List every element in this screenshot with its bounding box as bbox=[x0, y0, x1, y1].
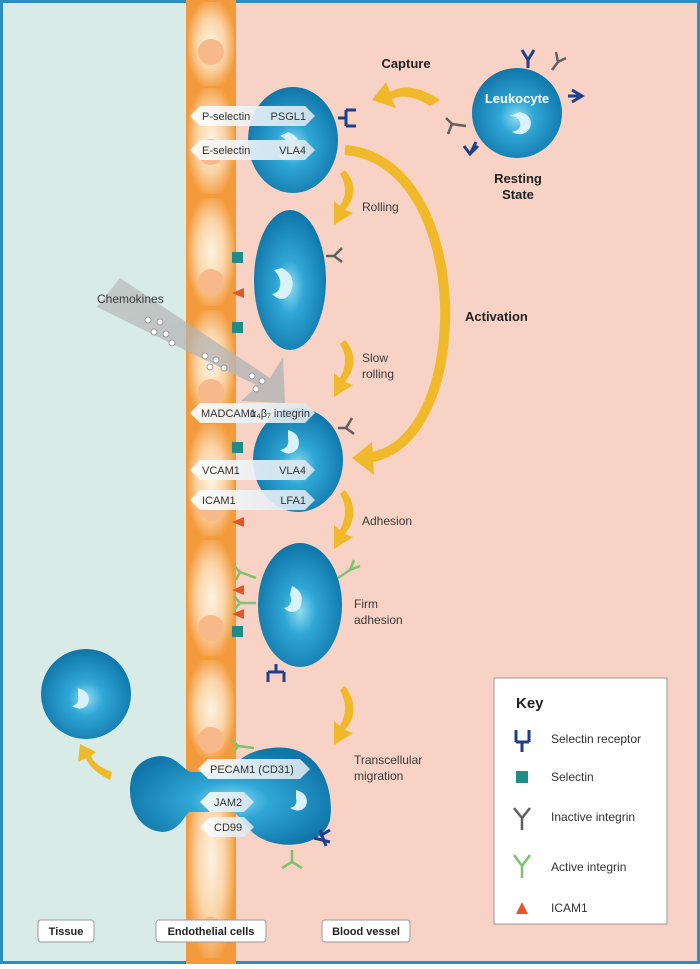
a4b7-integrin-label: α₄β₇ integrin bbox=[250, 408, 310, 420]
resting-leukocyte: Leukocyte bbox=[445, 49, 585, 158]
tissue-leukocyte bbox=[41, 649, 131, 739]
endothelial-label: Endothelial cells bbox=[168, 926, 255, 938]
rolling-label: Rolling bbox=[362, 200, 399, 214]
cd99-label: CD99 bbox=[214, 822, 242, 834]
activation-label: Activation bbox=[465, 309, 528, 324]
selectin-key-icon bbox=[516, 771, 528, 783]
step-arrows bbox=[78, 82, 440, 780]
leukocyte-label: Leukocyte bbox=[485, 91, 549, 106]
region-label-boxes bbox=[37, 919, 411, 943]
vla4-label-2: VLA4 bbox=[279, 465, 306, 477]
firm-adhesion-label-1: Firm bbox=[354, 597, 378, 611]
key-item-selectin: Selectin bbox=[551, 770, 594, 784]
molecule-tags bbox=[190, 106, 315, 837]
resting-label-2: State bbox=[502, 187, 534, 202]
key-box bbox=[493, 677, 668, 925]
slow-rolling-label-1: Slow bbox=[362, 351, 388, 365]
capture-label: Capture bbox=[381, 56, 430, 71]
chemokine-gradient-arrow bbox=[97, 278, 285, 403]
transcellular-label-1: Transcellular bbox=[354, 753, 422, 767]
slow-rolling-arrow bbox=[334, 340, 354, 397]
jam2-label: JAM2 bbox=[214, 797, 242, 809]
transcellular-label-2: migration bbox=[354, 769, 403, 783]
rolling-arrow bbox=[334, 170, 354, 225]
firm-adhesion-label-2: adhesion bbox=[354, 613, 403, 627]
activation-arrowhead bbox=[352, 442, 374, 475]
exit-arrow bbox=[78, 744, 112, 780]
adhesion-arrow bbox=[334, 490, 354, 549]
inactive-integrin-key-icon bbox=[513, 807, 531, 830]
pecam1-label: PECAM1 (CD31) bbox=[210, 764, 294, 776]
key-item-inactive-integrin: Inactive integrin bbox=[551, 810, 635, 824]
icam1-key-icon bbox=[516, 902, 528, 914]
firmly-adhered-leukocyte bbox=[232, 543, 361, 682]
transcellular-arrow bbox=[334, 686, 354, 745]
vla4-label-1: VLA4 bbox=[279, 145, 306, 157]
adhesion-label: Adhesion bbox=[362, 514, 412, 528]
key-item-selectin-receptor: Selectin receptor bbox=[551, 732, 641, 746]
psgl1-label: PSGL1 bbox=[271, 111, 306, 123]
chemokines-label: Chemokines bbox=[97, 292, 164, 306]
e-selectin-label: E-selectin bbox=[202, 145, 250, 157]
activation-arc bbox=[344, 145, 451, 463]
resting-label-1: Resting bbox=[494, 171, 542, 186]
key-item-active-integrin: Active integrin bbox=[551, 860, 626, 874]
lfa1-label: LFA1 bbox=[280, 495, 306, 507]
rolling-leukocyte bbox=[232, 210, 343, 350]
blood-vessel-label: Blood vessel bbox=[332, 926, 400, 938]
slow-rolling-label-2: rolling bbox=[362, 367, 394, 381]
key-item-icam1: ICAM1 bbox=[551, 901, 588, 915]
capture-arrow bbox=[372, 82, 440, 108]
madcam1-label: MADCAM1 bbox=[201, 408, 256, 420]
p-selectin-label: P-selectin bbox=[202, 111, 250, 123]
vcam1-label: VCAM1 bbox=[202, 465, 240, 477]
selectin-receptor-key-icon bbox=[514, 730, 531, 752]
key-title: Key bbox=[516, 695, 544, 712]
tissue-label: Tissue bbox=[49, 926, 84, 938]
icam1-label: ICAM1 bbox=[202, 495, 236, 507]
active-integrin-key-icon bbox=[512, 854, 532, 878]
